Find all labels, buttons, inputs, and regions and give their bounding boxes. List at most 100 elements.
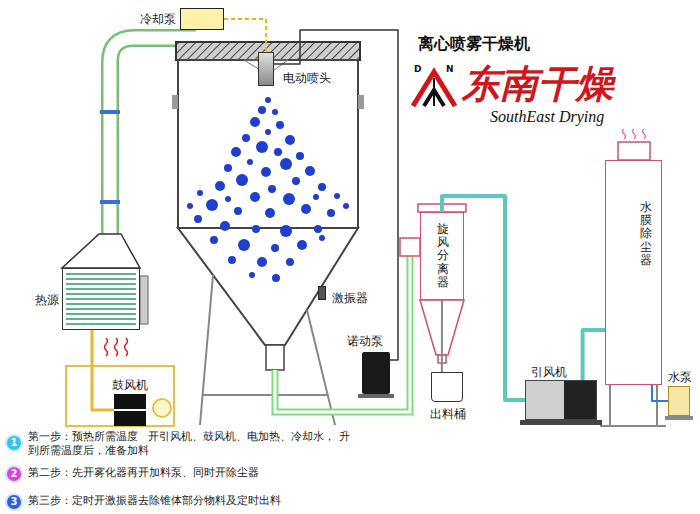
blower-frame	[66, 366, 174, 426]
step-note: 第一步：预热所需温度 开引风机、鼓风机、电加热、冷却水， 升到所需温度后，准备加…	[28, 430, 350, 458]
coil-line	[66, 283, 136, 285]
droplet	[197, 190, 203, 196]
heat-source: 热源	[62, 268, 140, 330]
droplet	[276, 121, 284, 129]
chimney	[618, 142, 650, 160]
part-label: 激振器	[332, 291, 368, 305]
coil-line	[66, 288, 136, 290]
heat-wave	[105, 338, 108, 356]
blower: 鼓风机	[114, 394, 146, 426]
water-line	[652, 385, 668, 401]
droplet	[283, 193, 295, 205]
droplet	[268, 185, 276, 193]
exhaust-plume	[623, 129, 646, 139]
brand-name-latin: SouthEast Drying	[490, 108, 604, 126]
droplet	[257, 257, 267, 267]
heater-coils	[66, 274, 136, 324]
droplet	[224, 164, 232, 172]
droplet	[305, 166, 315, 176]
droplet	[250, 117, 260, 127]
spray-cloud	[187, 97, 349, 282]
exhaust-pipe	[583, 330, 605, 380]
coil-line	[66, 298, 136, 300]
coil-line	[66, 318, 136, 320]
sight-glass	[358, 95, 364, 109]
droplet	[265, 97, 271, 103]
tower-stand	[200, 275, 335, 425]
part-label: 冷却泵	[140, 12, 176, 26]
pump-base	[358, 394, 394, 398]
droplet	[280, 158, 292, 170]
droplet	[286, 258, 294, 266]
discharge-bucket: 出料桶	[431, 372, 463, 402]
droplet	[252, 225, 260, 233]
discharge-chute	[441, 300, 443, 372]
plume-line	[623, 129, 626, 139]
fan-base	[520, 420, 602, 425]
duct-band	[100, 110, 120, 114]
droplet	[194, 215, 202, 223]
droplet	[297, 240, 307, 250]
step-number: 2	[11, 469, 18, 479]
water-pump-base	[665, 416, 693, 420]
plume-line	[633, 129, 636, 139]
vertical-label: 水膜除尘器	[640, 201, 652, 267]
droplet	[265, 129, 271, 135]
droplet	[231, 147, 241, 157]
blower-housing	[153, 399, 171, 417]
cyclone-inlet	[400, 238, 420, 256]
step-note: 第二步：先开雾化器再开加料泵、同时开除尘器	[28, 466, 350, 480]
droplet	[236, 174, 248, 186]
coil-line	[66, 323, 136, 325]
droplet	[228, 256, 236, 264]
droplet	[206, 199, 218, 211]
tower-cone	[178, 228, 358, 345]
droplet	[247, 159, 253, 165]
droplet	[343, 203, 349, 209]
droplet	[215, 181, 225, 191]
droplet	[272, 274, 280, 282]
coolant-line	[224, 19, 266, 52]
step-number: 3	[11, 497, 18, 507]
droplet	[225, 196, 231, 202]
droplet	[220, 221, 230, 231]
heat-wave	[125, 338, 128, 356]
step-badge: 1	[7, 436, 21, 450]
sight-glass	[172, 95, 178, 109]
heater-panel	[140, 276, 148, 324]
droplet	[301, 204, 311, 214]
droplet	[261, 167, 271, 177]
droplet	[313, 194, 319, 200]
droplet	[242, 134, 250, 142]
scrubber-leg	[656, 385, 658, 426]
droplet	[249, 272, 255, 278]
brand-name: 东南干燥	[462, 62, 614, 106]
plume-line	[643, 129, 646, 139]
vibrator: 激振器	[318, 286, 326, 300]
part-label: 水泵	[668, 370, 692, 384]
air-supply-duct	[92, 330, 114, 410]
heater-hopper	[62, 234, 140, 268]
induced-draft-fan: 引风机	[525, 380, 597, 420]
part-label: 引风机	[531, 365, 567, 379]
water-pump: 水泵	[668, 386, 690, 416]
tower-brace	[202, 394, 328, 396]
diagram-title: 离心喷雾干燥机	[418, 34, 530, 54]
droplet	[238, 239, 250, 251]
scrubber-stand	[600, 385, 666, 426]
droplet	[250, 192, 260, 202]
step-badge: 3	[7, 495, 21, 509]
droplet	[314, 225, 322, 233]
cyclone-separator: 旋风分离器	[420, 212, 464, 300]
droplet	[265, 208, 275, 218]
coil-line	[66, 278, 136, 280]
step-badge: 2	[7, 467, 21, 481]
droplet	[258, 106, 266, 114]
coil-line	[66, 293, 136, 295]
tower-leg	[200, 275, 213, 425]
tower-leg	[307, 310, 335, 425]
feed-line	[274, 30, 398, 360]
coil-line	[66, 273, 136, 275]
step-note: 第三步：定时开激振器去除锥体部分物料及定时出料	[28, 494, 350, 508]
